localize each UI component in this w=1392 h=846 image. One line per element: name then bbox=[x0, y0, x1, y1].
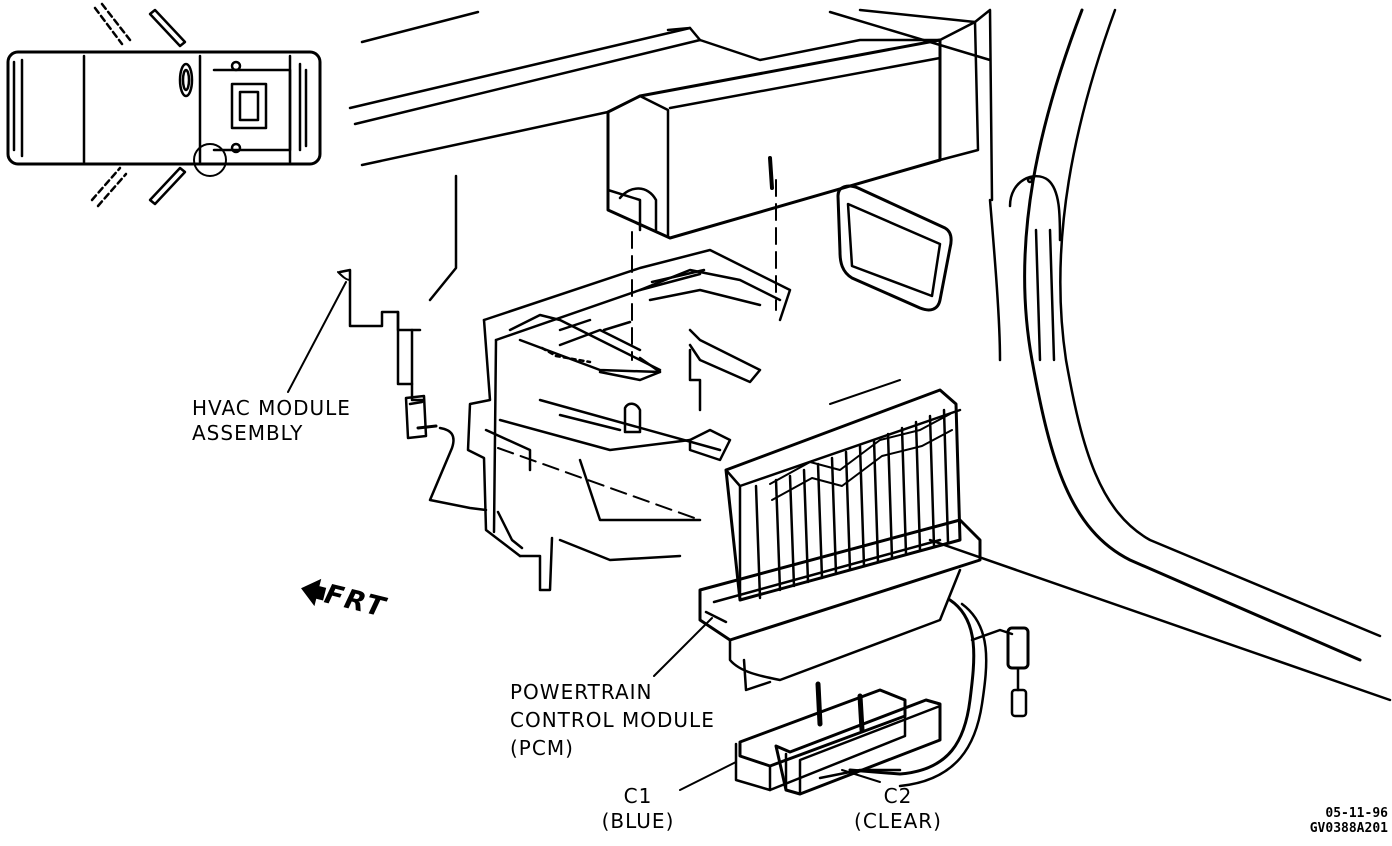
pcm-module bbox=[698, 379, 982, 692]
front-direction-indicator: FRT bbox=[296, 572, 390, 624]
pcm-label-line1: POWERTRAIN bbox=[510, 680, 653, 704]
figure-id: GV0388A201 bbox=[1309, 821, 1388, 836]
hvac-label-line2: ASSEMBLY bbox=[192, 421, 304, 445]
c2-label-color: (CLEAR) bbox=[854, 809, 942, 833]
inset-vehicle-view bbox=[6, 2, 322, 208]
pcm-label: POWERTRAIN CONTROL MODULE (PCM) bbox=[510, 678, 715, 762]
arrow-left-icon bbox=[301, 578, 327, 606]
figure-code: 05-11-96 GV0388A201 bbox=[1310, 806, 1388, 836]
leader-lines bbox=[287, 271, 881, 791]
hvac-label-line1: HVAC MODULE bbox=[192, 396, 351, 420]
c2-label-name: C2 bbox=[883, 784, 913, 808]
dashboard-structure bbox=[348, 8, 994, 240]
pcm-label-line2: CONTROL MODULE bbox=[510, 708, 715, 732]
mounting-bracket bbox=[404, 394, 488, 512]
connectors bbox=[734, 681, 942, 796]
pcm-label-line3: (PCM) bbox=[510, 736, 574, 760]
door-pillar bbox=[836, 8, 1392, 702]
wire-harness bbox=[848, 598, 1030, 788]
hvac-module bbox=[338, 174, 792, 592]
alignment-lines bbox=[497, 179, 777, 521]
hvac-module-label: HVAC MODULE ASSEMBLY bbox=[192, 396, 351, 446]
c2-label: C2 (CLEAR) bbox=[852, 784, 944, 834]
c1-label: C1 (BLUE) bbox=[592, 784, 684, 834]
c1-label-color: (BLUE) bbox=[601, 809, 675, 833]
c1-label-name: C1 bbox=[623, 784, 653, 808]
figure-date: 05-11-96 bbox=[1325, 806, 1388, 821]
